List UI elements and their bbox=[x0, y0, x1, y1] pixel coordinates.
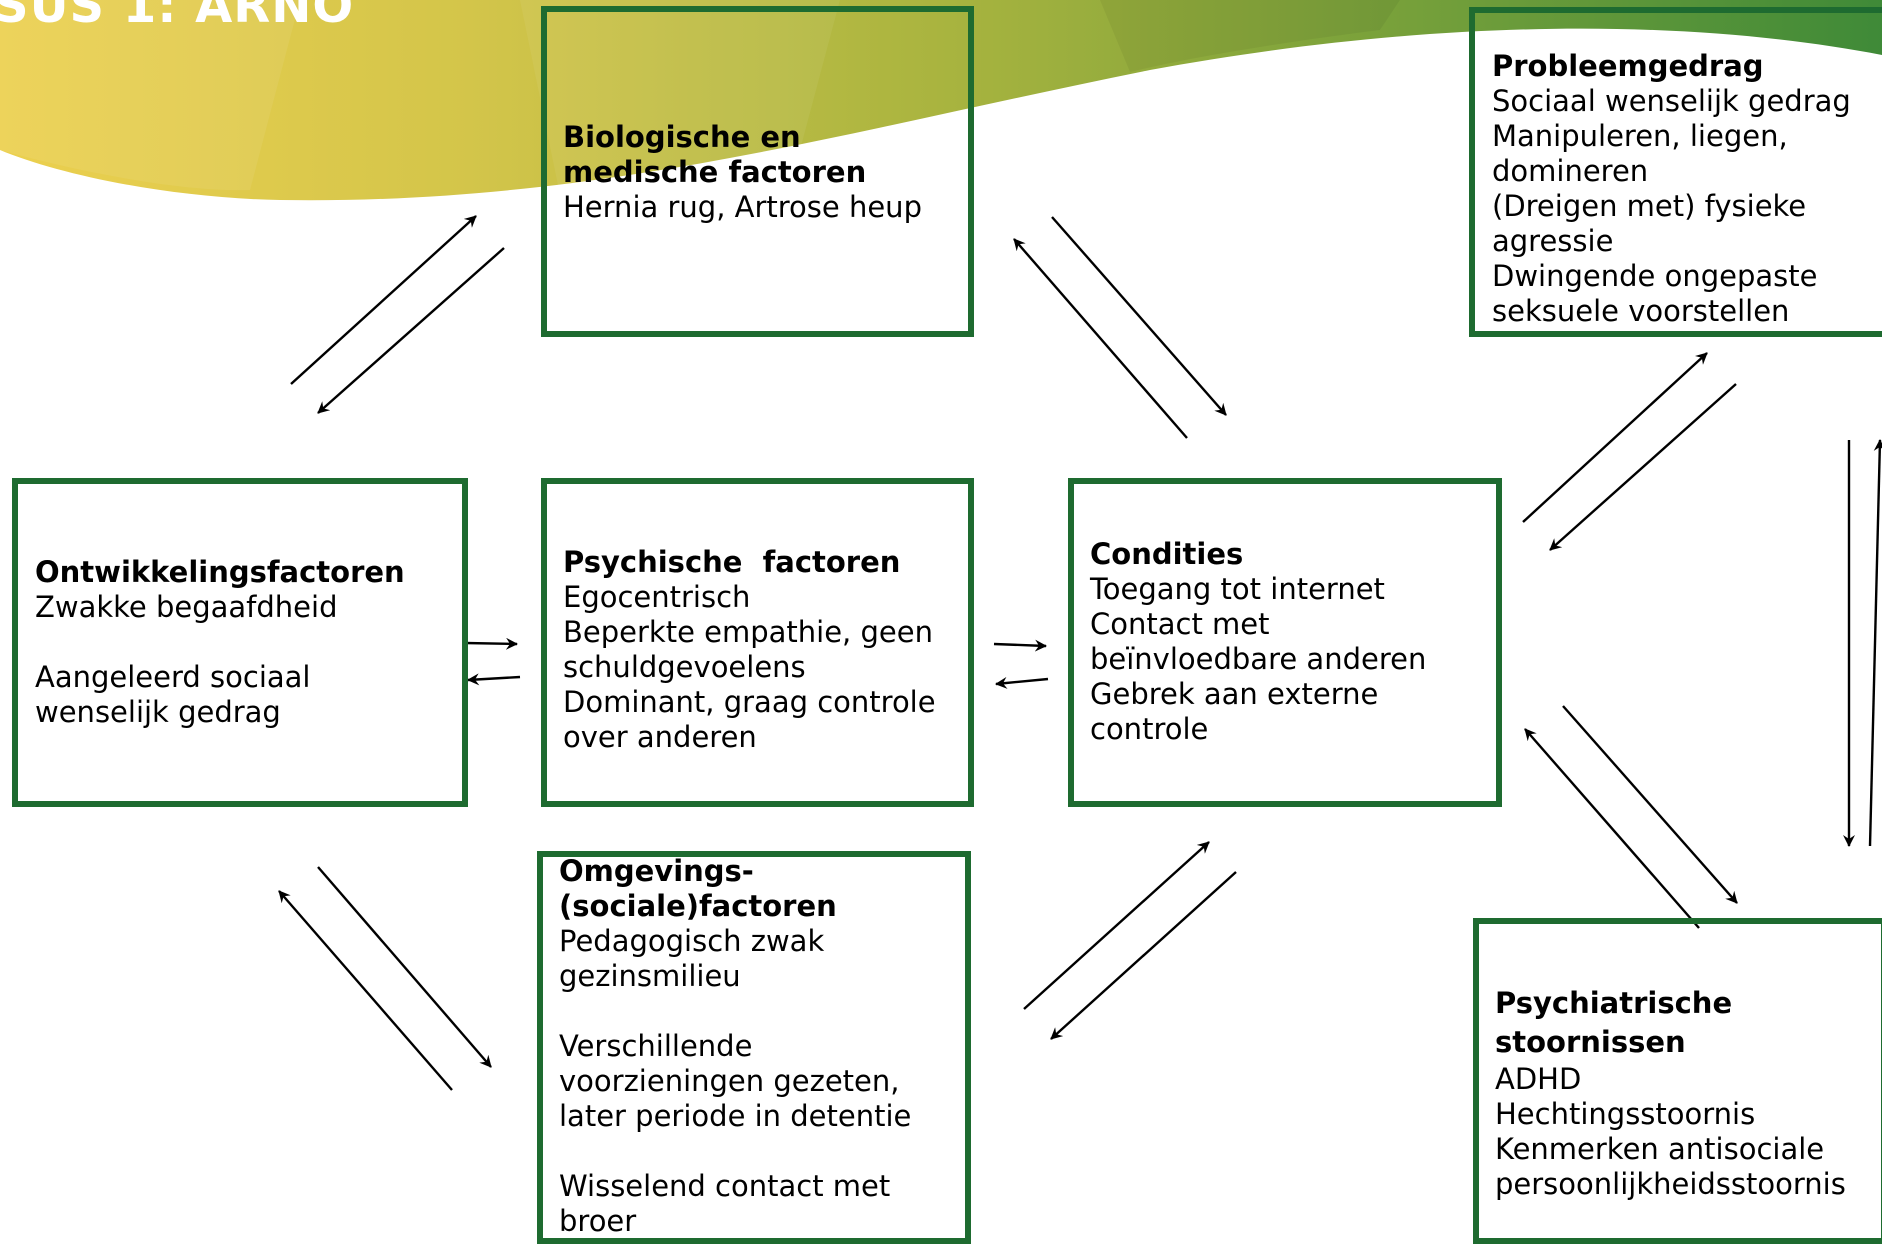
condities-text: Condities Toegang tot internet Contact m… bbox=[1090, 537, 1426, 747]
psychische-factoren-item: over anderen bbox=[563, 720, 757, 754]
box-probleemgedrag bbox=[1469, 7, 1882, 337]
arrow-probleemgedrag-to-condities bbox=[1549, 383, 1737, 551]
box-psychische-factoren bbox=[541, 478, 974, 807]
probleemgedrag-item: (Dreigen met) fysieke bbox=[1492, 189, 1807, 223]
condities-item: Contact met bbox=[1090, 607, 1270, 641]
condities-item: controle bbox=[1090, 712, 1209, 746]
psychiatrische-stoornissen-item: Hechtingsstoornis bbox=[1495, 1097, 1756, 1131]
condities-item: beïnvloedbare anderen bbox=[1090, 642, 1427, 676]
biologische-factoren-text: Biologische en medische factoren Hernia … bbox=[563, 120, 922, 225]
psychiatrische-stoornissen-item: persoonlijkheidsstoornis bbox=[1495, 1167, 1846, 1201]
arrow-ontwikkeling-to-omgeving bbox=[317, 866, 492, 1068]
probleemgedrag-heading: Probleemgedrag bbox=[1492, 49, 1764, 83]
box-ontwikkelingsfactoren bbox=[12, 478, 468, 807]
psychiatrische-stoornissen-text: Psychiatrische stoornissen ADHD Hechting… bbox=[1495, 984, 1846, 1202]
psychische-factoren-heading: Psychische factoren bbox=[563, 545, 901, 579]
arrow-condities-to-omgeving bbox=[1050, 871, 1237, 1040]
ontwikkelingsfactoren-text: Ontwikkelingsfactoren Zwakke begaafdheid… bbox=[35, 555, 405, 730]
box-biologische-factoren bbox=[541, 6, 974, 337]
probleemgedrag-item: domineren bbox=[1492, 154, 1649, 188]
omgevingsfactoren-item: voorzieningen gezeten, bbox=[559, 1064, 900, 1098]
arrow-condities-to-probleemgedrag bbox=[1522, 352, 1708, 523]
header-banner bbox=[0, 0, 1882, 201]
psychische-factoren-text: Psychische factoren Egocentrisch Beperkt… bbox=[563, 545, 936, 755]
arrow-ontwikkeling-to-biologisch bbox=[290, 215, 477, 385]
omgevingsfactoren-item: gezinsmilieu bbox=[559, 959, 741, 993]
condities-item: Gebrek aan externe bbox=[1090, 677, 1379, 711]
omgevingsfactoren-item: Verschillende bbox=[559, 1029, 753, 1063]
probleemgedrag-text: Probleemgedrag Sociaal wenselijk gedrag … bbox=[1492, 49, 1851, 329]
arrow-psychisch-to-condities bbox=[993, 639, 1047, 652]
biologische-factoren-heading: Biologische en bbox=[563, 120, 801, 154]
omgevingsfactoren-spacer bbox=[559, 994, 911, 1029]
ontwikkelingsfactoren-item: Aangeleerd sociaal bbox=[35, 660, 311, 694]
omgevingsfactoren-spacer bbox=[559, 1134, 911, 1169]
psychiatrische-stoornissen-item: ADHD bbox=[1495, 1062, 1582, 1096]
ontwikkelingsfactoren-heading: Ontwikkelingsfactoren bbox=[35, 555, 405, 589]
omgevingsfactoren-item: Pedagogisch zwak bbox=[559, 924, 825, 958]
ontwikkelingsfactoren-spacer bbox=[35, 625, 405, 660]
psychische-factoren-item: Beperkte empathie, geen bbox=[563, 615, 933, 649]
omgevingsfactoren-heading: Omgevings- bbox=[559, 854, 754, 888]
arrow-condities-to-psychiatrisch bbox=[1562, 705, 1738, 904]
probleemgedrag-item: Sociaal wenselijk gedrag bbox=[1492, 84, 1851, 118]
arrow-ontwikkeling-to-psychisch bbox=[464, 637, 518, 650]
probleemgedrag-item: Manipuleren, liegen, bbox=[1492, 119, 1788, 153]
condities-item: Toegang tot internet bbox=[1090, 572, 1385, 606]
arrow-condities-to-biologisch bbox=[1013, 238, 1188, 439]
psychiatrische-stoornissen-item: Kenmerken antisociale bbox=[1495, 1132, 1825, 1166]
arrow-omgeving-to-ontwikkeling bbox=[278, 890, 453, 1091]
omgevingsfactoren-item: Wisselend contact met bbox=[559, 1169, 891, 1203]
omgevingsfactoren-item: broer bbox=[559, 1204, 637, 1238]
arrow-condities-to-psychisch bbox=[995, 676, 1049, 689]
ontwikkelingsfactoren-item: wenselijk gedrag bbox=[35, 695, 281, 729]
psychische-factoren-item: Dominant, graag controle bbox=[563, 685, 936, 719]
psychiatrische-stoornissen-heading: Psychiatrische bbox=[1495, 986, 1733, 1020]
biologische-factoren-heading: medische factoren bbox=[563, 155, 867, 189]
arrow-biologisch-to-ontwikkeling bbox=[317, 247, 505, 414]
slide-title: SUS 1: ARNO bbox=[0, 0, 355, 34]
arrow-psychisch-to-ontwikkeling bbox=[467, 673, 521, 686]
probleemgedrag-item: agressie bbox=[1492, 224, 1614, 258]
arrow-psychiatrisch-to-condities bbox=[1524, 728, 1700, 929]
psychische-factoren-item: Egocentrisch bbox=[563, 580, 751, 614]
box-condities bbox=[1068, 478, 1502, 807]
arrow-omgeving-to-condities bbox=[1023, 841, 1210, 1010]
psychiatrische-stoornissen-heading: stoornissen bbox=[1495, 1025, 1686, 1059]
box-omgevingsfactoren bbox=[537, 851, 971, 1244]
psychische-factoren-item: schuldgevoelens bbox=[563, 650, 806, 684]
biologische-factoren-item: Hernia rug, Artrose heup bbox=[563, 190, 922, 224]
omgevingsfactoren-heading: (sociale)factoren bbox=[559, 889, 837, 923]
condities-heading: Condities bbox=[1090, 537, 1244, 571]
probleemgedrag-item: Dwingende ongepaste bbox=[1492, 259, 1818, 293]
probleemgedrag-item: seksuele voorstellen bbox=[1492, 294, 1790, 328]
arrow-biologisch-to-condities bbox=[1051, 216, 1227, 416]
ontwikkelingsfactoren-item: Zwakke begaafdheid bbox=[35, 590, 338, 624]
arrow-psychiatrisch-to-probleemgedrag bbox=[1868, 439, 1882, 847]
omgevingsfactoren-text: Omgevings- (sociale)factoren Pedagogisch… bbox=[559, 854, 911, 1239]
omgevingsfactoren-item: later periode in detentie bbox=[559, 1099, 912, 1133]
